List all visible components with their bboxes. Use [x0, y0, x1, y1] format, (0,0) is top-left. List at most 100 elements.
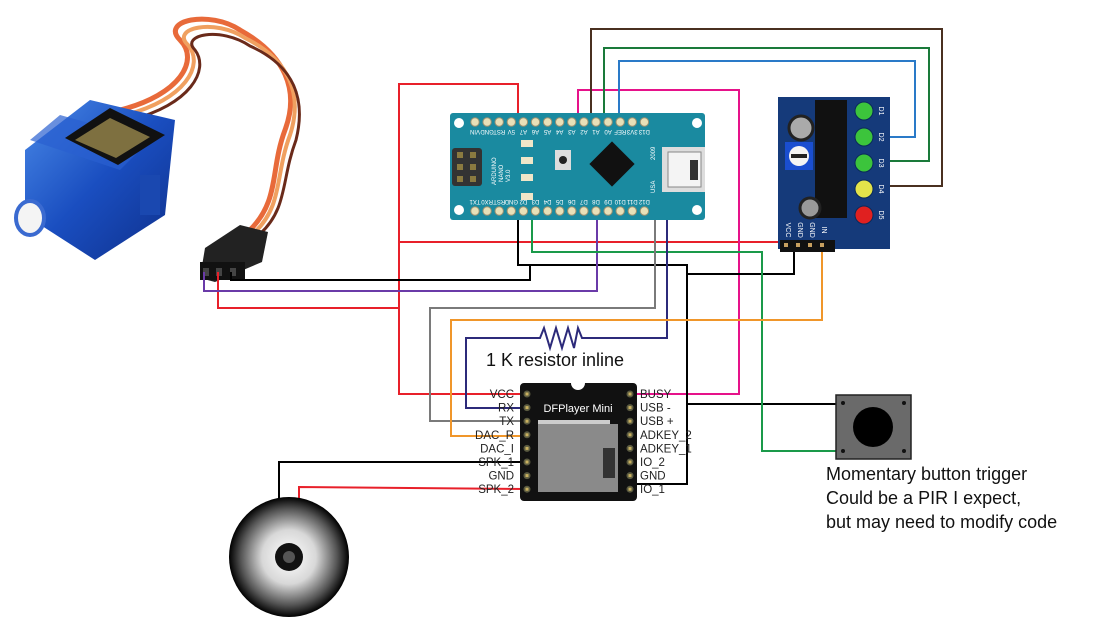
nano-pin-a5: A5 [542, 117, 553, 134]
nano-pin-label: VIN [470, 128, 480, 134]
df-pin-label: USB - [640, 403, 671, 415]
board-text-version: V3.0 [506, 169, 512, 182]
nano-pin-d10: D10 [614, 198, 626, 216]
df-pin-right-adkey_2: ADKEY_2 [626, 430, 692, 442]
wire-power-servo [217, 272, 399, 309]
dfplayer-mini: DFPlayer Mini VCCRXTXDAC_RDAC_ISPK_1GNDS… [475, 376, 692, 501]
nano-pin-rst: RST [493, 117, 505, 134]
vu-header-label: VCC [784, 223, 791, 238]
vu-led-d2: D2 [854, 127, 884, 147]
wire-a2-d3 [603, 47, 930, 162]
nano-pin-gnd: GND [504, 198, 518, 216]
nano-pin-d5: D5 [555, 198, 565, 216]
nano-pin-5v: 5V [506, 117, 516, 134]
vu-led-label: D5 [877, 211, 884, 220]
nano-pin-a4: A4 [555, 117, 565, 134]
df-pin-left-gnd: GND [488, 471, 531, 483]
df-pin-label: IO_2 [640, 457, 665, 469]
df-pin-left-spk_1: SPK_1 [478, 457, 531, 469]
icsp-header [452, 148, 482, 186]
nano-pin-d4: D4 [542, 198, 553, 216]
df-pin-label: SPK_2 [478, 484, 514, 496]
momentary-button[interactable] [835, 394, 912, 460]
vu-led-label: D1 [877, 107, 884, 116]
nano-pin-d2: D2 [518, 198, 529, 216]
df-pin-right-adkey_1: ADKEY_1 [626, 443, 692, 455]
vu-header-label: GND [808, 222, 815, 238]
nano-pin-label: A4 [555, 128, 563, 134]
nano-pin-label: RX0 [481, 198, 493, 204]
resistor-note: 1 K resistor inline [486, 350, 625, 370]
nano-pin-gnd: GND [480, 117, 494, 134]
nano-pin-d7: D7 [579, 198, 589, 216]
vu-header [780, 240, 835, 252]
vu-led-d1: D1 [854, 101, 884, 121]
servo [14, 16, 301, 282]
nano-pin-label: D13 [638, 128, 650, 134]
nano-pin-label: A1 [592, 128, 600, 134]
vu-led-d5: D5 [854, 205, 884, 225]
df-pin-left-rx: RX [498, 403, 531, 415]
nano-pin-d6: D6 [567, 198, 577, 216]
speaker [229, 497, 349, 617]
servo-connector [200, 225, 268, 282]
df-pin-right-usb+: USB + [626, 416, 674, 428]
df-pin-right-io_1: IO_1 [626, 484, 665, 496]
df-pin-label: TX [499, 416, 514, 428]
capacitor-c1 [787, 114, 815, 142]
wire-spk1 [278, 461, 526, 500]
vu-ic [815, 100, 847, 218]
nano-pin-label: A2 [580, 128, 588, 134]
wire-ground-main [517, 215, 688, 485]
nano-pin-label: D7 [579, 198, 587, 204]
button-note-line-2: Could be a PIR I expect, [826, 488, 1022, 508]
df-pin-label: DAC_R [475, 430, 514, 442]
nano-pin-label: A5 [543, 128, 551, 134]
nano-pin-d13: D13 [638, 117, 650, 134]
wire-button [531, 215, 840, 452]
df-pin-label: DAC_I [480, 443, 514, 455]
nano-pin-label: D5 [555, 198, 563, 204]
board-text-arduino: ARDUINO [492, 157, 498, 185]
wire-5v-power [398, 83, 526, 395]
mcu-chip [589, 141, 635, 187]
vu-header-pin-gnd: GND [796, 222, 803, 247]
nano-pin-a2: A2 [579, 117, 589, 134]
df-pin-label: VCC [490, 389, 514, 401]
nano-pin-a1: A1 [591, 117, 601, 134]
vu-led-d3: D3 [854, 153, 884, 173]
vu-header-pin-in: IN [820, 227, 827, 247]
nano-pin-label: RST [493, 128, 505, 134]
df-pin-left-dac_r: DAC_R [475, 430, 531, 442]
df-pin-label: GND [488, 471, 514, 483]
nano-pin-label: D11 [626, 198, 637, 204]
nano-pin-d8: D8 [591, 198, 601, 216]
df-pin-right-usb-: USB - [626, 403, 671, 415]
nano-pin-label: A6 [531, 128, 539, 134]
df-pin-right-busy: BUSY [626, 389, 672, 401]
wire-rx [465, 215, 668, 409]
nano-pin-label: D4 [543, 198, 551, 204]
df-pin-label: ADKEY_2 [640, 430, 692, 442]
vu-header-label: GND [796, 222, 803, 238]
button-cap[interactable] [853, 407, 893, 447]
df-pin-label: SPK_1 [478, 457, 514, 469]
nano-pin-label: TX1 [469, 198, 481, 204]
nano-pin-label: D3 [531, 198, 539, 204]
nano-pin-a7: A7 [518, 117, 529, 134]
button-note-line-1: Momentary button trigger [826, 464, 1028, 484]
nano-pin-label: 3V3 [626, 128, 637, 134]
nano-pin-rx0: RX0 [481, 198, 493, 216]
wire-ground-servo [230, 265, 531, 281]
nano-pin-label: A3 [567, 128, 575, 134]
button-notes: Momentary button trigger Could be a PIR … [826, 462, 1057, 534]
nano-pin-label: D6 [567, 198, 575, 204]
nano-pin-label: 5V [508, 128, 515, 134]
nano-pin-label: A0 [604, 128, 612, 134]
vu-led-label: D4 [877, 185, 884, 194]
df-pin-label: GND [640, 471, 666, 483]
df-pin-label: BUSY [640, 389, 672, 401]
